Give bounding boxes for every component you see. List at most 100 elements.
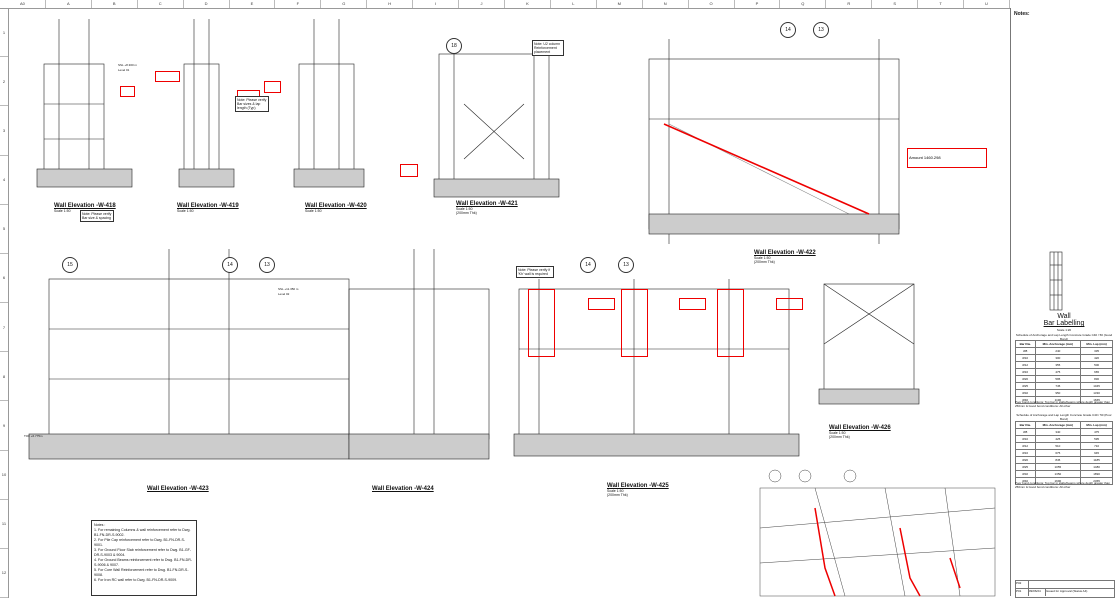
markup-box[interactable] [717,289,744,357]
markup-note[interactable]: Note: Please verify Bar sizes & lap leng… [235,96,269,112]
elevation-title: Wall Elevation -W-421 [456,201,518,207]
grid-row-label: 10 [0,451,8,500]
table-cell: 1665 [1080,396,1113,404]
general-notes: Notes : 1. For remaining Columns & wall … [91,520,197,596]
table-cell: 950 [1034,389,1082,397]
revision-block: P02 P01 09/06/24 Issued for Approval (St… [1015,580,1115,598]
table-cell: 845 [1034,456,1082,464]
markup-box[interactable] [679,298,706,310]
grid-bubble: 14 [580,257,596,273]
general-note-item: 6. For Iron RC wall refer to Dwg. B1-FN-… [94,578,178,582]
grid-bubble: 13 [618,257,634,273]
grid-row-label: 3 [0,106,8,156]
general-notes-title: Notes : [94,523,106,527]
grid-column-label: N [643,0,689,8]
elevation-scale: Scale 1:50 [177,209,194,213]
table-cell: Ø12 [1015,361,1036,369]
bond-note: Poor bond conditions: Top bar in slabs/b… [1015,481,1111,489]
table-cell: 945 [1080,449,1113,457]
bond-note: Poor bond conditions: Top bar in slabs/b… [1015,400,1111,408]
grid-column-label: J [459,0,505,8]
table-cell: Ø8 [1015,347,1036,355]
notes-panel: Notes: [1010,8,1119,596]
anchorage-table-good: Bar Dia.Min. Anchorage (mm)Min. Lap (mm)… [1015,340,1113,404]
elevation-caption: Wall Elevation -W-419 Scale 1:50 [177,203,239,213]
table-cell: Ø16 [1015,368,1036,376]
grid-row-label: 4 [0,156,8,205]
grid-bubble: 15 [62,257,78,273]
elevation-note: (200mm Thk) [829,435,850,439]
notes-panel-title: Notes: [1014,11,1030,17]
markup-box[interactable] [120,86,135,97]
table-cell: 830 [1080,375,1113,383]
level-label: TOF +6.775m [24,434,43,438]
elevation-caption: Wall Elevation -W-420 Scale 1:50 [305,203,367,213]
grid-row-label: 2 [0,57,8,107]
elevation-title: Wall Elevation -W-418 [54,203,116,209]
table-cell: 745 [1034,382,1082,390]
markup-box[interactable] [400,164,418,177]
bar-labelling-scale: Scale 1:20 [1056,328,1072,332]
grid-row-label: 5 [0,205,8,254]
grid-column-label: T [918,0,965,8]
table-cell: 595 [1034,375,1082,383]
grid-corner: A0 [0,0,46,8]
elevation-title: Wall Elevation -W-420 [305,203,367,209]
elevation-caption: Wall Elevation -W-425 Scale 1:50 (200mm … [607,483,669,497]
table-cell: 1330 [1080,389,1113,397]
grid-bubble: 13 [813,22,829,38]
grid-column-label: F [275,0,322,8]
table1-caption: Schedule of Anchorage and Lap Length Con… [1015,333,1113,341]
markup-box[interactable] [264,81,281,93]
grid-bubble: 13 [259,257,275,273]
markup-box[interactable] [528,289,555,357]
table-cell: Ø10 [1015,354,1036,362]
markup-note[interactable]: Note: Please verify Bar size & spacing [80,210,114,222]
grid-row-label: 7 [0,303,8,353]
elevation-scale: Scale 1:50 [456,207,473,211]
table-cell: Ø32 [1015,389,1036,397]
table-header: Bar Dia. [1015,421,1036,429]
markup-box[interactable] [776,298,803,310]
elevation-scale: Scale 1:50 [305,209,322,213]
table-cell: 420 [1080,354,1113,362]
anchorage-table-poor: Bar Dia.Min. Anchorage (mm)Min. Lap (mm)… [1015,421,1113,485]
markup-box[interactable] [588,298,615,310]
general-note-item: 2. For Pile Cap reinforcement refer to D… [94,538,186,547]
table-cell: Ø10 [1015,435,1036,443]
grid-column-label: S [872,0,919,8]
grid-column-label: U [964,0,1010,8]
revision-desc: Issued for Approval (Status A4) [1046,589,1088,593]
general-note-item: 4. For Ground Beams reinforcement refer … [94,558,193,567]
markup-note[interactable]: Note: U2 column Reinforcement placement [532,40,564,56]
table-cell: 500 [1080,361,1113,369]
general-note-item: 5. For Core Wall Reinforcement refer to … [94,568,189,577]
table-cell: Ø32 [1015,470,1036,478]
level-label: Level 01 [118,68,130,72]
grid-column-label: K [505,0,551,8]
elevation-caption: Wall Elevation -W-422 Scale 1:50 (200mm … [754,250,816,264]
elevation-caption: Wall Elevation -W-426 Scale 1:50 (200mm … [829,425,891,439]
markup-note[interactable]: Note: Please verify if 'Kh' wall is requ… [516,266,554,278]
elevation-title: Wall Elevation -W-422 [754,250,816,256]
table-cell: Ø8 [1015,428,1036,436]
markup-box[interactable] [621,289,648,357]
table-cell: 240 [1034,347,1082,355]
grid-column-label: P [735,0,781,8]
level-label: Level 02 [278,292,290,296]
table-header: Bar Dia. [1015,340,1036,348]
elevation-scale: Scale 1:50 [607,489,624,493]
markup-box[interactable] [155,71,180,82]
table-header: Min. Anchorage (mm) [1034,340,1082,348]
amount-callout[interactable]: Amount 1460.298 [907,148,987,168]
bar-labelling-title: Wall [1057,313,1071,320]
elevation-note: (200mm Thk) [456,211,477,215]
